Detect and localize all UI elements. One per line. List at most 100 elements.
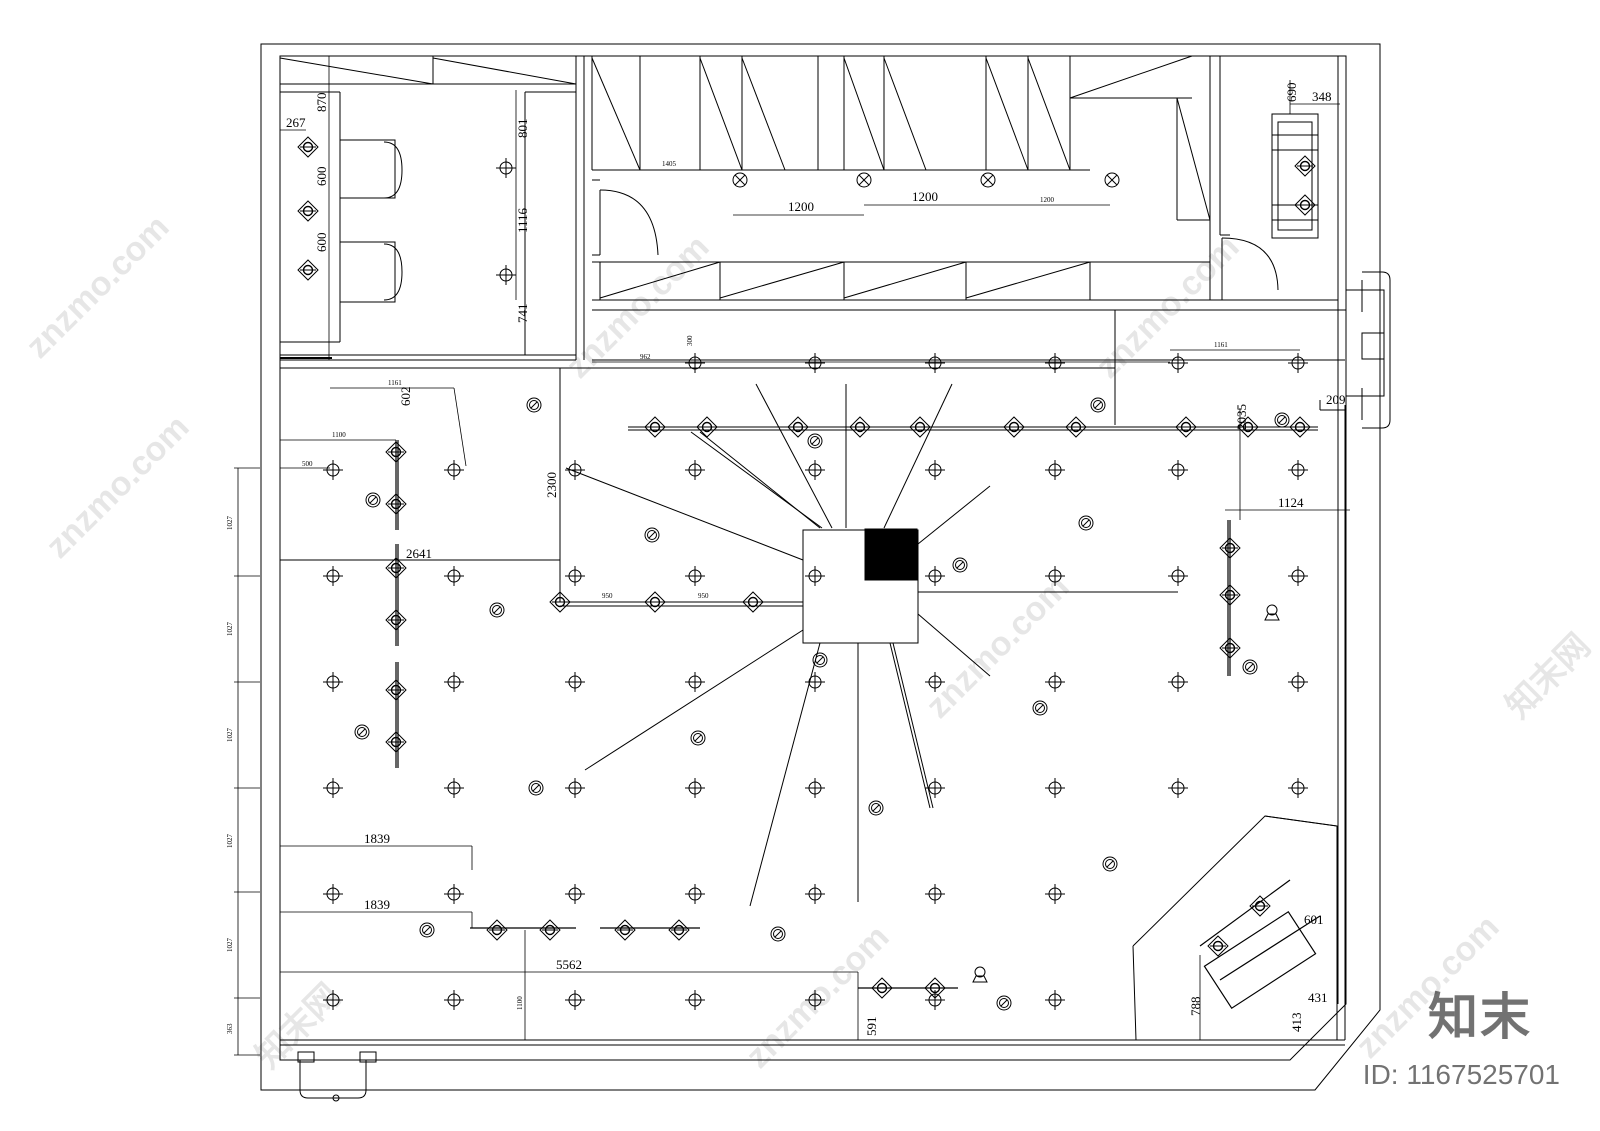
dim-5562: 5562 xyxy=(556,957,582,972)
dim-1100a: 1100 xyxy=(332,431,346,439)
downlight-icon xyxy=(496,265,516,285)
dim-2035: 2035 xyxy=(1234,404,1249,430)
background-watermarks: znzmo.com znzmo.com znzmo.com znzmo.com … xyxy=(19,208,1598,1076)
track-light-icon xyxy=(540,920,560,940)
watermark-id: ID: 1167525701 xyxy=(1362,1059,1560,1090)
downlight-icon xyxy=(1045,672,1065,692)
dim-1116: 1116 xyxy=(515,207,530,233)
track-light-icon xyxy=(386,732,406,752)
downlight-icon xyxy=(1288,460,1308,480)
svg-text:znzmo.com: znzmo.com xyxy=(739,918,897,1076)
spotlight-icon xyxy=(808,434,822,448)
downlight-icon xyxy=(925,460,945,480)
dim-300: 300 xyxy=(686,335,694,346)
dim-2300: 2300 xyxy=(544,472,559,498)
dim-267: 267 xyxy=(286,115,306,130)
track-light-icon xyxy=(645,417,665,437)
downlight-icon xyxy=(323,990,343,1010)
downlight-icon xyxy=(1168,353,1188,373)
dim-788: 788 xyxy=(1188,997,1203,1017)
track-light-icon xyxy=(925,978,945,998)
downlight-icon xyxy=(565,884,585,904)
dim-741: 741 xyxy=(515,304,530,324)
spotlight-icon xyxy=(1091,398,1105,412)
downlight-icon xyxy=(1168,566,1188,586)
downlight-icon xyxy=(565,672,585,692)
downlight-icon xyxy=(1288,672,1308,692)
downlight-icon xyxy=(1168,460,1188,480)
track-spot-group xyxy=(298,137,1315,998)
track-light-icon xyxy=(669,920,689,940)
track-light-icon xyxy=(1066,417,1086,437)
svg-text:知末网: 知末网 xyxy=(1499,627,1598,726)
downlight-icon xyxy=(805,566,825,586)
track-light-icon xyxy=(1250,896,1270,916)
downlight-icon xyxy=(1288,566,1308,586)
downlight-icon xyxy=(323,566,343,586)
downlight-icon xyxy=(685,353,705,373)
watermark-logo: 知末 xyxy=(1428,989,1532,1045)
main-hall xyxy=(280,310,1345,1101)
downlight-icon xyxy=(925,566,945,586)
svg-text:znzmo.com: znzmo.com xyxy=(19,208,177,366)
track-light-icon xyxy=(1220,585,1240,605)
spotlight-icon xyxy=(490,603,504,617)
dim-801: 801 xyxy=(515,119,530,139)
dim-962: 962 xyxy=(640,353,651,361)
downlight-icon xyxy=(444,566,464,586)
dim-1405: 1405 xyxy=(662,160,677,168)
track-light-icon xyxy=(550,592,570,612)
downlight-icon xyxy=(925,672,945,692)
downlight-icon xyxy=(565,778,585,798)
spotlight-icon xyxy=(1033,701,1047,715)
downlight-icon xyxy=(444,884,464,904)
dim-1161b: 1161 xyxy=(388,379,402,387)
downlight-icon xyxy=(925,990,945,1010)
spotlight-icon xyxy=(1275,413,1289,427)
downlight-icon xyxy=(323,778,343,798)
dim-1027c: 1027 xyxy=(226,728,234,743)
downlight-icon xyxy=(565,990,585,1010)
track-light-icon xyxy=(386,680,406,700)
central-feature xyxy=(560,384,1318,906)
spotlight-group xyxy=(355,398,1289,1010)
spotlight-icon xyxy=(953,558,967,572)
track-light-icon xyxy=(1295,156,1315,176)
downlight-icon xyxy=(685,884,705,904)
dim-209: 209 xyxy=(1326,392,1346,407)
spotlight-icon xyxy=(691,731,705,745)
track-light-icon xyxy=(850,417,870,437)
downlight-icon xyxy=(685,672,705,692)
dim-950a: 950 xyxy=(602,592,613,600)
dim-1027a: 1027 xyxy=(226,516,234,531)
track-light-icon xyxy=(298,137,318,157)
track-light-icon xyxy=(743,592,763,612)
dim-950b: 950 xyxy=(698,592,709,600)
downlight-icon xyxy=(1168,778,1188,798)
downlight-icon xyxy=(323,884,343,904)
downlight-icon xyxy=(805,672,825,692)
track-light-icon xyxy=(386,610,406,630)
downlight-icon xyxy=(1045,884,1065,904)
dim-602: 602 xyxy=(398,387,413,407)
dim-870: 870 xyxy=(314,93,329,113)
dim-591: 591 xyxy=(864,1017,879,1037)
track-light-icon xyxy=(1176,417,1196,437)
track-light-icon xyxy=(1220,638,1240,658)
downlight-icon xyxy=(805,460,825,480)
downlight-icon xyxy=(496,158,516,178)
dim-1200c: 1200 xyxy=(1040,196,1055,204)
track-light-icon xyxy=(1295,195,1315,215)
downlight-icon xyxy=(565,460,585,480)
track-light-icon xyxy=(1208,936,1228,956)
downlight-icon xyxy=(805,884,825,904)
spotlight-icon xyxy=(1103,857,1117,871)
track-light-icon xyxy=(615,920,635,940)
downlight-icon xyxy=(1045,778,1065,798)
dim-1161a: 1161 xyxy=(1214,341,1228,349)
downlight-icon xyxy=(444,778,464,798)
downlight-icon xyxy=(444,460,464,480)
dim-348: 348 xyxy=(1312,89,1332,104)
downlight-icon xyxy=(1045,353,1065,373)
